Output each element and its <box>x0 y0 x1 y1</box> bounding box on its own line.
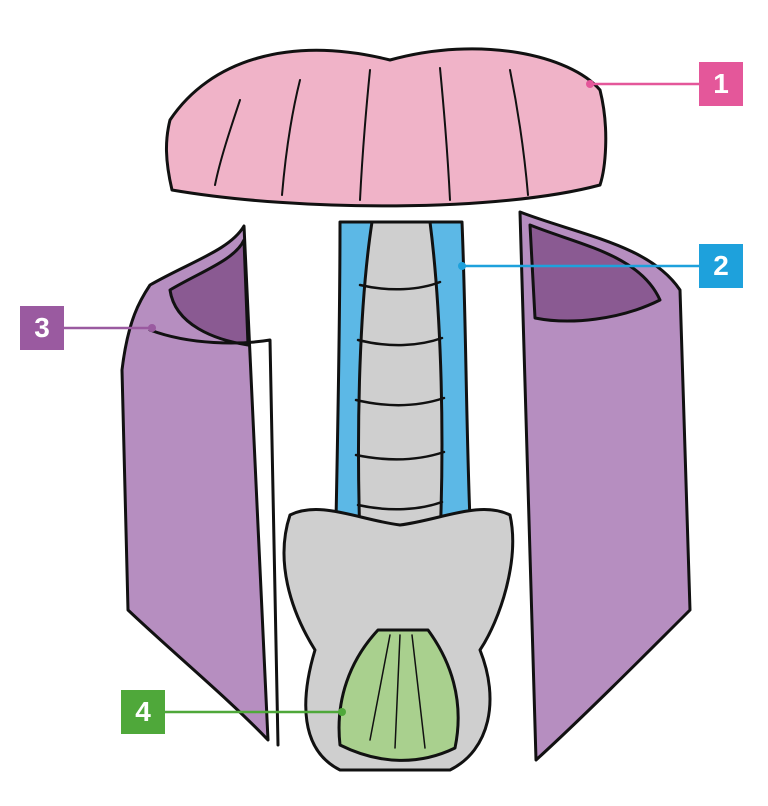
pelvic-floor <box>337 628 460 762</box>
label-multifidus: 2 <box>699 244 743 288</box>
label-diaphragm: 1 <box>699 62 743 106</box>
label-transversus-abdominis: 3 <box>20 306 64 350</box>
right-transversus-abdominis <box>518 210 692 762</box>
spine <box>357 220 444 542</box>
diaphragm <box>164 47 608 208</box>
left-transversus-abdominis <box>120 224 280 747</box>
label-pelvic-floor: 4 <box>121 690 165 734</box>
